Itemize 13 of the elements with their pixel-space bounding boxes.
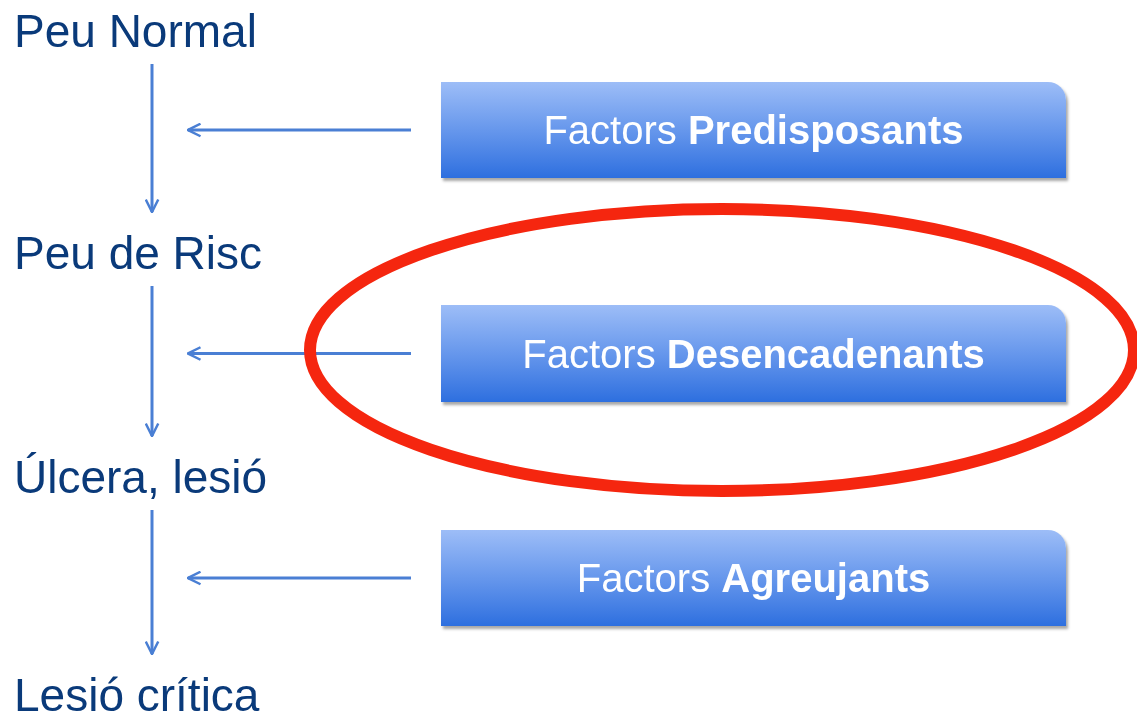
arrow [144,64,160,214]
factor-box: Factors Predisposants [441,82,1066,178]
stage-label: Lesió crítica [14,668,260,719]
arrow [186,570,411,586]
factor-box: Factors Desencadenants [441,305,1066,402]
arrow [186,122,411,138]
arrow [186,346,411,361]
stage-label: Peu Normal [14,4,257,60]
stage-label: Peu de Risc [14,226,262,282]
factor-box: Factors Agreujants [441,530,1066,626]
arrow [144,510,160,656]
stage-label: Úlcera, lesió [14,450,268,506]
arrow [144,286,160,438]
